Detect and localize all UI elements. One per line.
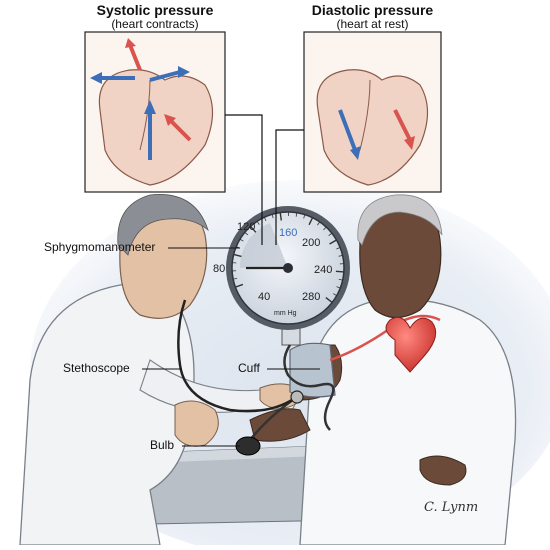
cuff-label: Cuff (238, 361, 260, 375)
systolic-title-text: Systolic pressure (60, 2, 250, 18)
gauge-label-120: 120 (237, 221, 255, 233)
artist-signature: C. Lynm (424, 500, 478, 515)
gauge-label-80: 80 (213, 263, 225, 275)
diastolic-title-text: Diastolic pressure (280, 2, 465, 18)
diastolic-title: Diastolic pressure (heart at rest) (280, 2, 465, 32)
diastolic-subtitle-text: (heart at rest) (280, 18, 465, 32)
gauge-label-240: 240 (314, 264, 332, 276)
gauge-hub (283, 263, 293, 273)
cuff (290, 343, 335, 397)
gauge-unit: mm Hg (274, 310, 297, 317)
stethoscope-label: Stethoscope (63, 361, 130, 375)
gauge-label-280: 280 (302, 291, 320, 303)
gauge-label-160: 160 (279, 227, 297, 239)
sphygmomanometer-label: Sphygmomanometer (44, 240, 155, 254)
gauge-tick (336, 271, 344, 272)
systolic-subtitle-text: (heart contracts) (60, 18, 250, 32)
gauge-label-200: 200 (302, 237, 320, 249)
doctor-hand-lower (175, 401, 218, 446)
stethoscope-chestpiece (291, 391, 303, 403)
bulb-label: Bulb (150, 438, 174, 452)
systolic-title: Systolic pressure (heart contracts) (60, 2, 250, 32)
gauge-label-40: 40 (258, 291, 270, 303)
